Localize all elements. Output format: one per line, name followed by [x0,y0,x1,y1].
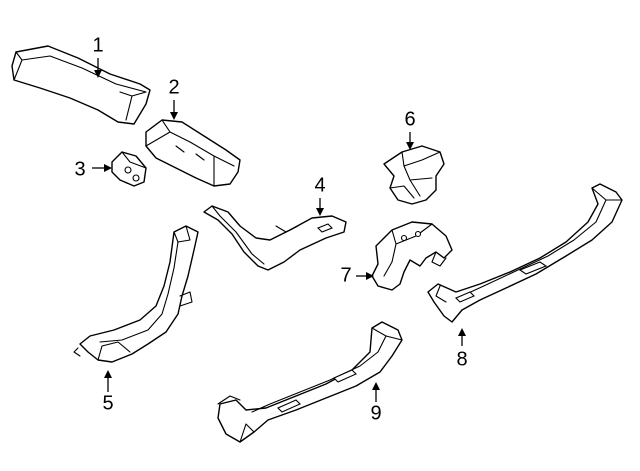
part-5-riser [73,225,199,363]
callout-3: 3 [74,158,85,180]
callout-2: 2 [168,76,179,98]
callout-8: 8 [456,348,467,370]
part-9-floor-duct [217,321,403,443]
callout-1: 1 [92,34,103,56]
leader-2 [170,100,178,120]
callout-7: 7 [340,264,351,286]
part-2-connector [145,119,241,187]
leader-4 [316,198,324,216]
part-8-floor-duct [427,183,623,323]
callout-9: 9 [370,402,381,424]
part-7-bracket [371,221,453,291]
callout-6: 6 [404,108,415,130]
leader-9 [372,382,380,402]
leader-6 [406,132,414,150]
leader-5 [104,370,112,392]
callout-5: 5 [102,392,113,414]
part-6-outlet [383,145,445,205]
callout-4: 4 [314,174,325,196]
part-3-fitting [111,151,147,187]
leader-3 [92,164,112,172]
part-4-duct [203,205,347,271]
leader-7 [356,272,374,280]
part-1-duct [11,45,151,125]
leader-8 [458,328,466,346]
leader-1 [94,58,102,78]
